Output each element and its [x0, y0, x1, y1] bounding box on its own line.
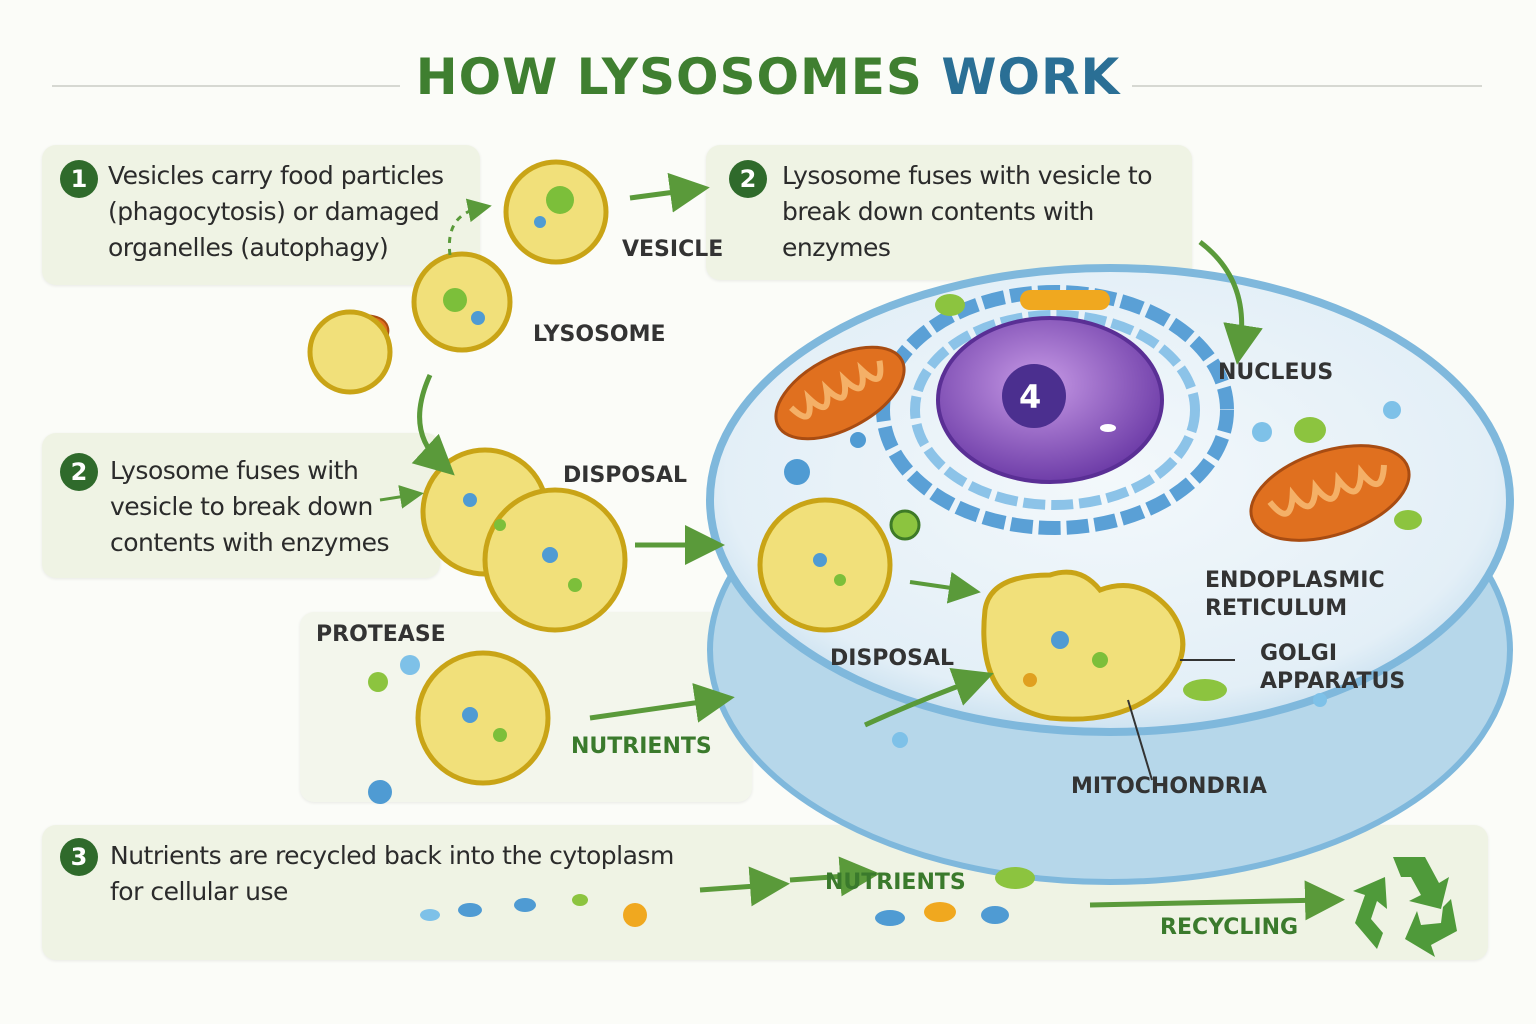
- step-2-left-line-3: contents with enzymes: [110, 528, 390, 557]
- title-part-1: HOW LYSOSOMES: [415, 48, 923, 106]
- step-1-text: Vesicles carry food particles (phagocyto…: [108, 158, 444, 266]
- step-1-line-2: (phagocytosis) or damaged: [108, 197, 440, 226]
- label-golgi-line-2: APPARATUS: [1260, 669, 1406, 694]
- label-recycling: RECYCLING: [1160, 915, 1299, 940]
- nutrient-particles: [368, 655, 1035, 927]
- step-3-line-2: for cellular use: [110, 877, 288, 906]
- label-golgi-line-1: GOLGI: [1260, 641, 1338, 666]
- step-2-top-line-2: break down contents with: [782, 197, 1094, 226]
- step-2-top-box: [706, 145, 1192, 280]
- nucleus-marker: 4: [1019, 378, 1042, 416]
- label-endoplasmic-reticulum: ENDOPLASMIC RETICULUM: [1205, 567, 1385, 623]
- nucleus: [936, 316, 1164, 484]
- label-disposal-left: DISPOSAL: [563, 463, 688, 488]
- label-disposal-cell: DISPOSAL: [830, 646, 955, 671]
- step-1-box: [42, 145, 480, 285]
- step-2-top-line-3: enzymes: [782, 233, 891, 262]
- page-title: HOW LYSOSOMES WORK: [0, 48, 1536, 106]
- step-2-top-badge: 2: [729, 160, 767, 198]
- title-rule-left: [52, 85, 400, 87]
- step-1-badge: 1: [60, 160, 98, 198]
- cytoplasm-particles: [784, 294, 1422, 748]
- recycling-icon: [1353, 857, 1457, 957]
- step-2-left-box: [42, 433, 440, 578]
- step-3-text: Nutrients are recycled back into the cyt…: [110, 838, 674, 910]
- label-er-line-1: ENDOPLASMIC: [1205, 568, 1385, 593]
- step-3-line-1: Nutrients are recycled back into the cyt…: [110, 841, 674, 870]
- label-nucleus: NUCLEUS: [1218, 360, 1334, 385]
- label-lysosome: LYSOSOME: [533, 322, 666, 347]
- label-protease: PROTEASE: [316, 622, 446, 647]
- label-golgi-apparatus: GOLGI APPARATUS: [1260, 640, 1405, 696]
- step-2-left-line-2: vesicle to break down: [110, 492, 373, 521]
- step-2-top-line-1: Lysosome fuses with vesicle to: [782, 161, 1153, 190]
- title-rule-right: [1132, 85, 1482, 87]
- step-3-badge: 3: [60, 838, 98, 876]
- step-2-left-badge: 2: [60, 453, 98, 491]
- label-nutrients-bottom: NUTRIENTS: [825, 870, 966, 895]
- title-part-2: WORK: [941, 48, 1121, 106]
- label-nutrients-left: NUTRIENTS: [571, 734, 712, 759]
- label-mitochondria: MITOCHONDRIA: [1071, 774, 1267, 799]
- golgi-shape: [1020, 290, 1110, 310]
- step-2-top-text: Lysosome fuses with vesicle to break dow…: [782, 158, 1153, 266]
- process-arrows: [379, 172, 1345, 921]
- leader-lines: [1127, 659, 1235, 781]
- step-2-left-text: Lysosome fuses with vesicle to break dow…: [110, 453, 390, 561]
- lysosome-contents: [443, 186, 1108, 742]
- label-vesicle: VESICLE: [622, 237, 724, 262]
- step-1-line-3: organelles (autophagy): [108, 233, 389, 262]
- label-er-line-2: RETICULUM: [1205, 596, 1348, 621]
- step-1-line-1: Vesicles carry food particles: [108, 161, 444, 190]
- step-2-left-line-1: Lysosome fuses with: [110, 456, 359, 485]
